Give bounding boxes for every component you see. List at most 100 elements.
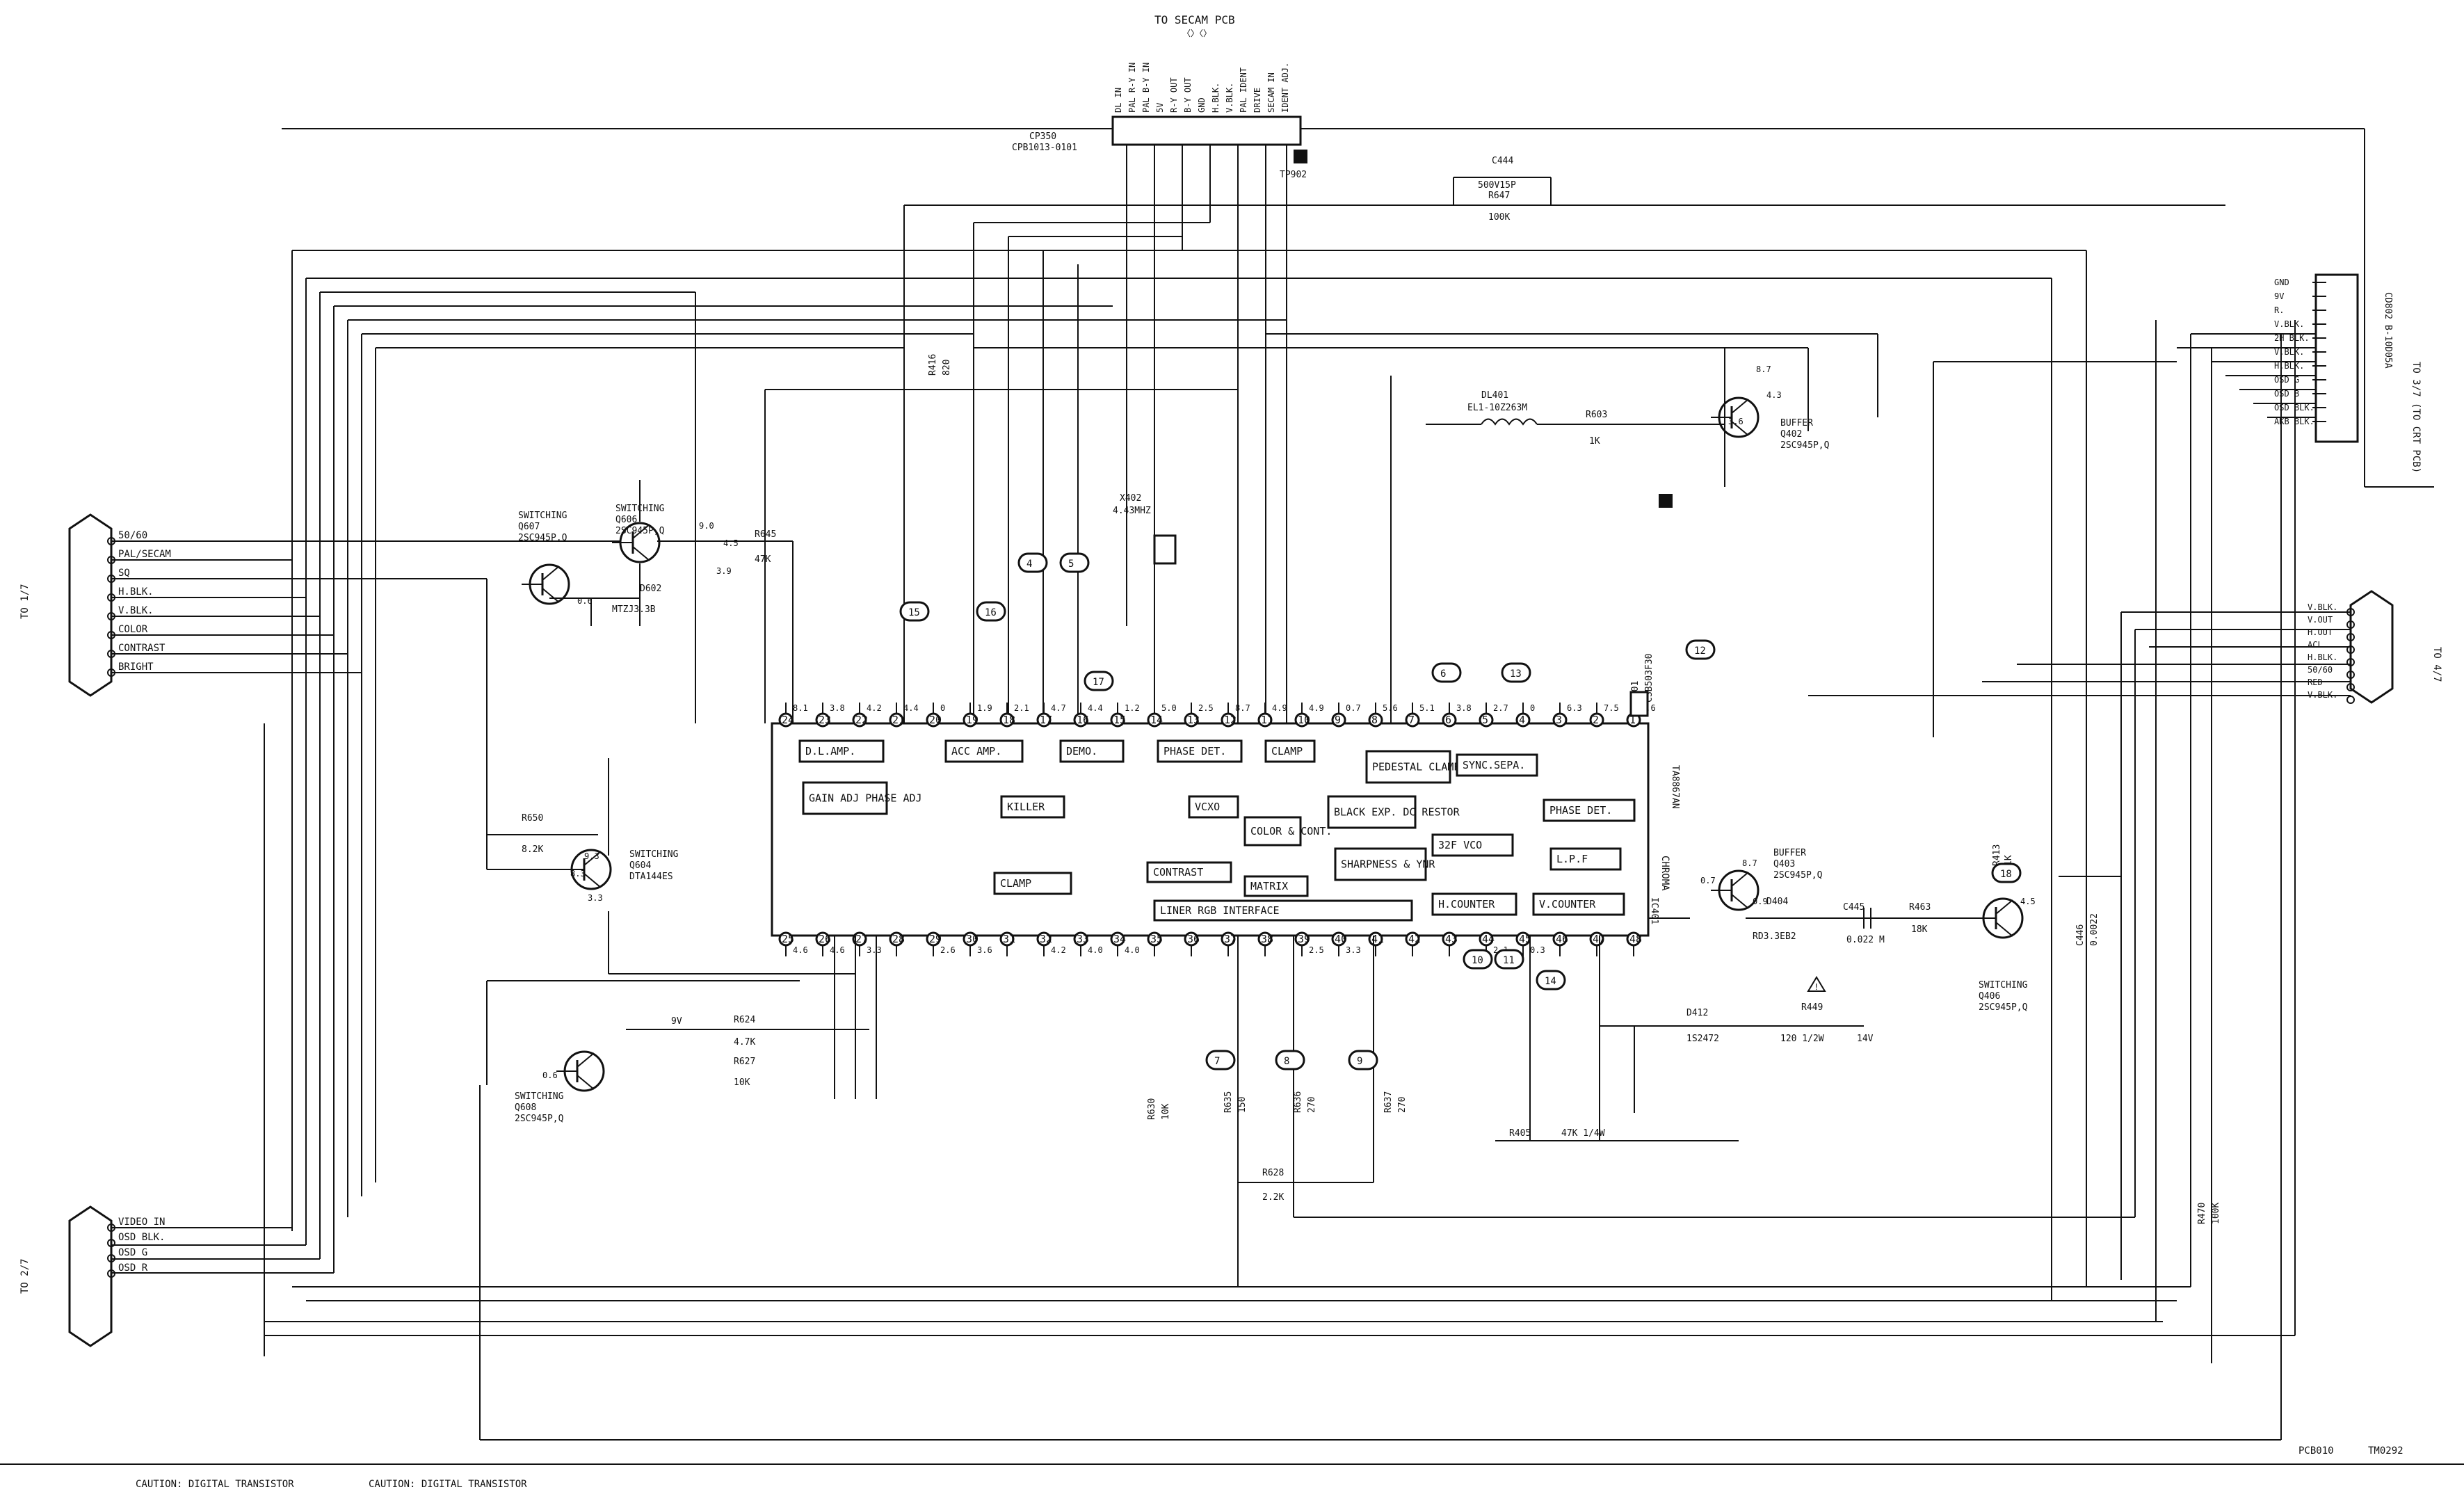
rc4-pin-label: 50/60: [2308, 665, 2333, 675]
transistors: SWITCHINGQ6072SC945P,QSWITCHINGQ6062SC94…: [515, 396, 2028, 1124]
secam-pin-label: IDENT ADJ.: [1280, 63, 1290, 113]
node-marker: [1084, 671, 1114, 691]
lc1-pin-label: BRIGHT: [118, 661, 154, 673]
ic-top-pin-voltage: 4.9: [1272, 703, 1287, 713]
transistor-role: BUFFER: [1773, 848, 1806, 858]
transistor-role: SWITCHING: [629, 849, 679, 860]
ic-pin: [1257, 712, 1273, 728]
transistor-ref: Q406: [1979, 991, 2000, 1002]
ic-bottom-pin-number: 41: [1371, 933, 1384, 945]
ic-bottom-pin-number: 44: [1482, 933, 1495, 945]
node-marker: [1059, 552, 1090, 573]
ic401-name: CHROMA: [1659, 856, 1670, 891]
q604-area: R650 8.2K 9.3 8.3 3.3: [487, 758, 855, 974]
node-marker: [1348, 1050, 1378, 1070]
ic-bottom-pin-number: 43: [1445, 933, 1458, 945]
ic-top-pin-voltage: 0: [1530, 703, 1535, 713]
c445-value: 0.022 M: [1846, 935, 1885, 945]
ic-top-pin-number: 20: [929, 714, 942, 726]
ic401-top-pins: 248.1233.8224.2214.4200191.9182.1174.716…: [778, 703, 1656, 728]
ic-pin: [1073, 931, 1088, 947]
ic-function-block: [1243, 875, 1309, 897]
x401-value: CSB503F30: [1644, 654, 1654, 703]
ic-top-pin-number: 12: [1224, 714, 1237, 726]
crt-pin-label: 9V: [2274, 291, 2284, 301]
node-marker-label: 7: [1214, 1056, 1220, 1067]
node-marker: [1685, 639, 1716, 660]
ic-bottom-pin-number: 25: [782, 933, 794, 945]
secam-pin-label: PAL B-Y IN: [1141, 63, 1151, 113]
ic-function-block: [1327, 795, 1417, 829]
c445-ref: C445: [1843, 902, 1865, 913]
ic-top-pin-number: 2: [1593, 714, 1599, 726]
secam-pin-label: PAL R-Y IN: [1127, 63, 1137, 113]
secam-pin-label: V.BLK.: [1225, 83, 1234, 113]
ic-bottom-pin-number: 35: [1150, 933, 1163, 945]
secam-pin-label: DL IN: [1113, 88, 1123, 113]
ic-top-pin-voltage: 4.4: [1088, 703, 1103, 713]
ic-pin: [815, 712, 830, 728]
ic-pin: [1221, 931, 1236, 947]
dl401-value: EL1-10Z263M: [1467, 403, 1527, 413]
ic-top-pin-voltage: 7.5: [1604, 703, 1619, 713]
ic-pin: [1368, 712, 1383, 728]
ic-top-pin-voltage: 4.7: [1051, 703, 1066, 713]
to-secam-pcb-label: TO SECAM PCB: [1154, 13, 1235, 26]
ic-block-label: KILLER: [1007, 801, 1045, 813]
ic-block-label: CONTRAST: [1153, 866, 1203, 879]
crt-pin-label: V.BLK.: [2274, 347, 2304, 357]
r647-ref: R647: [1488, 191, 1510, 201]
ic-bottom-pin-number: 45: [1519, 933, 1531, 945]
r627-value: 10K: [734, 1077, 750, 1088]
ic-pin: [1294, 931, 1310, 947]
ic-pin: [1442, 712, 1457, 728]
warning-triangle-icon: [1807, 976, 1826, 992]
ic-top-pin-voltage: 8.1: [793, 703, 808, 713]
q406-volt: 4.5: [2020, 897, 2036, 906]
ic-block-label: LINER RGB INTERFACE: [1160, 904, 1280, 917]
ic-pin: [815, 931, 830, 947]
crt-pin-label: GND: [2274, 278, 2289, 287]
ic-bottom-pin-number: 26: [819, 933, 831, 945]
ic-function-block: [1431, 833, 1514, 857]
node-marker: [1463, 949, 1493, 970]
rc4-pin-label: V.OUT: [2308, 615, 2333, 625]
connector-pin: [2346, 633, 2355, 641]
ic-block-label: VCXO: [1195, 801, 1220, 813]
ic-pin: [852, 931, 867, 947]
footer: CAUTION: DIGITAL TRANSISTOR CAUTION: DIG…: [0, 1445, 2464, 1490]
c444-r647-group: C444 500V15P R647 100K: [904, 156, 2225, 223]
q604-volt-b: 8.3: [570, 869, 586, 879]
ic-bottom-pin-voltage: 3.3: [867, 945, 882, 955]
r628-ref: R628: [1262, 1168, 1284, 1178]
ic-function-block: [1264, 739, 1316, 763]
connector-pin: [107, 1239, 115, 1247]
ic-bottom-pin-voltage: 3.3: [1346, 945, 1361, 955]
ic-bottom-pin-voltage: 0.3: [1530, 945, 1545, 955]
node-marker: [1275, 1050, 1305, 1070]
transistor-part: DTA144ES: [629, 872, 673, 882]
r645-ref: R645: [755, 529, 776, 540]
secam-pin-label: PAL IDENT: [1239, 67, 1248, 113]
r635-ref: R635: [1223, 1091, 1234, 1113]
ic-function-block: [1059, 739, 1125, 763]
connector-pin: [2346, 658, 2355, 666]
crt-pin-label: AKB BLK.: [2274, 417, 2314, 426]
left-connector-1-pins: 50/60PAL/SECAMSQH.BLK.V.BLK.COLORCONTRAS…: [107, 530, 171, 677]
ic-pin: [852, 712, 867, 728]
rc4-pin-label: H.BLK.: [2308, 652, 2337, 662]
r603-value: 1K: [1589, 436, 1600, 447]
ic-block-label: SYNC.SEPA.: [1463, 759, 1525, 771]
ic-pin: [889, 931, 904, 947]
r635-value: 150: [1237, 1097, 1248, 1113]
secam-pin-label: B-Y OUT: [1183, 77, 1193, 113]
ic-bottom-pin-number: 39: [1298, 933, 1310, 945]
ic-pin: [999, 931, 1015, 947]
ic-bottom-pin-voltage: 4.0: [1088, 945, 1103, 955]
ic-block-label: CLAMP: [1271, 745, 1303, 757]
crt-pin-label: OSD BLK.: [2274, 403, 2314, 412]
ic401-part: TA8867AN: [1670, 765, 1680, 809]
ic-bottom-pin-number: 48: [1629, 933, 1642, 945]
